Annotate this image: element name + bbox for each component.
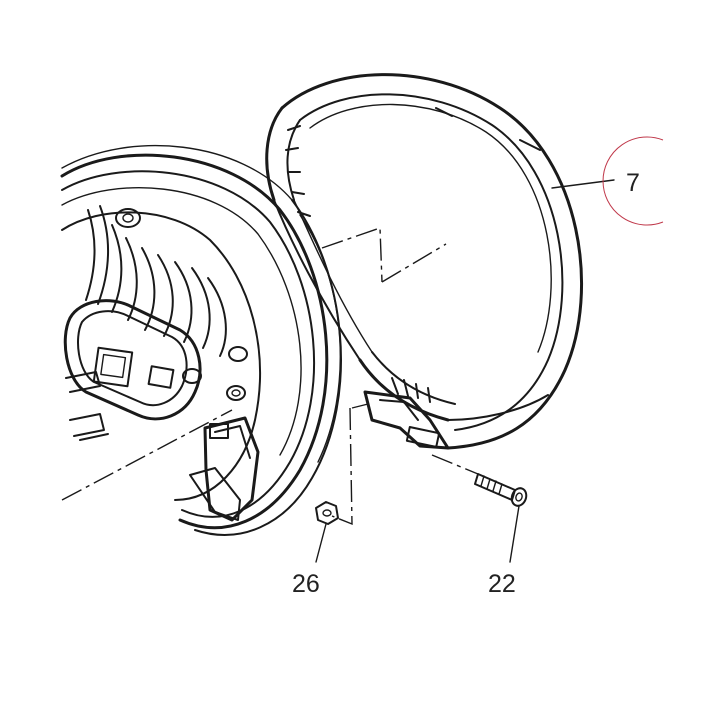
trim-ring <box>265 73 583 450</box>
headlamp-assembly <box>60 144 342 536</box>
part-label-7: 7 <box>626 169 640 197</box>
highlight-circle <box>602 136 664 226</box>
leader-line-nut <box>315 523 327 563</box>
connector-housing <box>63 299 202 421</box>
part-label-22: 22 <box>488 570 516 598</box>
stud-lower <box>226 385 246 401</box>
heat-sink-fins <box>85 205 227 357</box>
leader-line-ring <box>551 179 615 189</box>
mounting-boss <box>115 208 141 228</box>
stud-upper <box>228 346 248 362</box>
assembly-lines <box>61 227 479 526</box>
leader-line-screw <box>509 505 520 563</box>
screw <box>474 473 528 507</box>
nut <box>315 501 339 525</box>
part-label-26: 26 <box>292 570 320 598</box>
ring-clamp <box>363 377 450 450</box>
mounting-bracket <box>189 416 260 522</box>
